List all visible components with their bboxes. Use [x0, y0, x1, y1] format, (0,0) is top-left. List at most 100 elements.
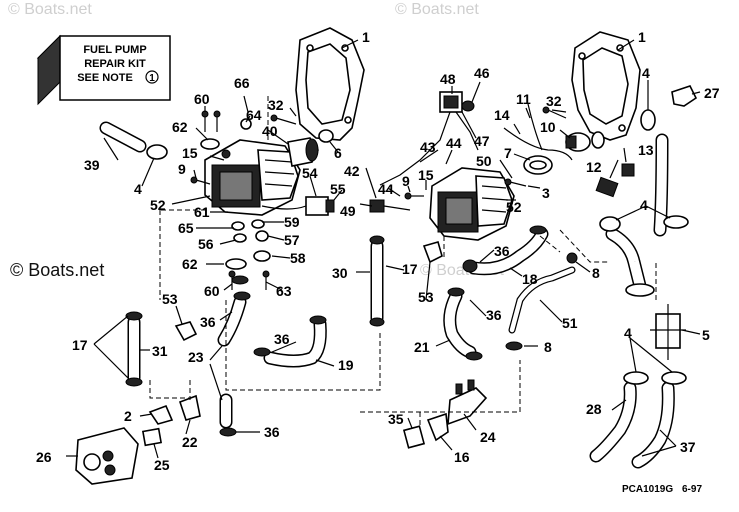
callout-16: 16 [454, 449, 470, 465]
callout-32-right: 32 [546, 93, 562, 109]
callout-4-right-top: 4 [642, 65, 650, 81]
callout-53-left: 53 [162, 291, 178, 307]
fuel-line-14 [503, 103, 573, 161]
callout-62-bottom: 62 [182, 256, 198, 272]
callout-2: 2 [124, 408, 132, 424]
callout-59: 59 [284, 214, 300, 230]
connector-54 [261, 196, 335, 216]
callout-17-middle: 17 [402, 261, 418, 277]
fuel-pump-right [429, 167, 515, 241]
callout-12: 12 [586, 159, 602, 175]
callout-25: 25 [154, 457, 170, 473]
hose-right-vertical [653, 133, 669, 237]
callout-6-left: 6 [334, 145, 342, 161]
callout-11: 11 [516, 91, 531, 107]
sleeve-35 [402, 425, 426, 449]
note-circle-icon [145, 70, 159, 84]
callout-36-left-low: 36 [274, 331, 290, 347]
callout-1-left: 1 [362, 29, 370, 45]
callouts: 1 1 66 60 64 32 62 40 39 15 6 4 9 54 55 … [36, 29, 720, 473]
callout-14: 14 [494, 107, 510, 123]
note-line-1: FUEL PUMP [83, 44, 146, 56]
callout-58: 58 [290, 250, 306, 266]
callout-55: 55 [330, 181, 346, 197]
note-number: 1 [149, 73, 155, 84]
callout-30: 30 [332, 265, 348, 281]
callout-37: 37 [680, 439, 696, 455]
callout-15-left: 15 [182, 145, 198, 161]
callout-53-right: 53 [418, 289, 434, 305]
callout-28: 28 [586, 401, 602, 417]
ring-7 [523, 155, 553, 175]
callout-56: 56 [198, 236, 214, 252]
fuel-filter-40 [287, 137, 319, 167]
callout-32-left: 32 [268, 97, 284, 113]
leader-lines [66, 39, 701, 459]
assembly-lines [149, 96, 657, 428]
callout-8-top: 8 [592, 265, 600, 281]
callout-36-right-top: 36 [494, 243, 510, 259]
callout-35: 35 [388, 411, 404, 427]
callout-19: 19 [338, 357, 354, 373]
callout-9-left: 9 [178, 161, 186, 177]
hose-19 [263, 317, 327, 368]
callout-4-right-mid: 4 [640, 197, 648, 213]
callout-43: 43 [420, 139, 436, 155]
callout-22: 22 [182, 434, 198, 450]
callout-39: 39 [84, 157, 100, 173]
fuel-pump-left [204, 139, 301, 216]
callout-50: 50 [476, 153, 492, 169]
callout-66: 66 [234, 75, 250, 91]
cap-25 [141, 427, 163, 447]
clip-2 [148, 404, 174, 425]
callout-44-bottom: 44 [378, 181, 394, 197]
callout-63: 63 [276, 283, 292, 299]
watermark-main: © Boats.net [10, 260, 104, 280]
part-13-plug [621, 163, 635, 177]
tee-fitting-5 [650, 304, 686, 360]
callout-36-left-mid: 36 [200, 314, 216, 330]
watermark-faint-left: © Boats.net [8, 1, 92, 18]
fuel-pump-repair-kit-box: FUEL PUMP REPAIR KIT SEE NOTE 1 [36, 34, 171, 106]
callout-24: 24 [480, 429, 496, 445]
callout-9-right: 9 [402, 173, 410, 189]
callout-44-top: 44 [446, 135, 462, 151]
gasket-left [295, 27, 365, 141]
callout-57: 57 [284, 232, 300, 248]
hose-28 [589, 381, 637, 463]
callout-49: 49 [340, 203, 356, 219]
callout-10: 10 [540, 119, 556, 135]
callout-52-left: 52 [150, 197, 166, 213]
callout-1-right: 1 [638, 29, 646, 45]
callout-4-left: 4 [134, 181, 142, 197]
callout-3: 3 [542, 185, 550, 201]
drawing-code: PCA1019G [622, 484, 673, 495]
callout-47: 47 [474, 133, 490, 149]
primer-bulb-26 [75, 427, 139, 485]
callout-18: 18 [522, 271, 538, 287]
callout-46: 46 [474, 65, 490, 81]
callout-60-bottom: 60 [204, 283, 220, 299]
gasket-right [571, 31, 641, 141]
part-10-valve [565, 132, 591, 152]
callout-13: 13 [638, 142, 654, 158]
callout-51: 51 [562, 315, 578, 331]
callout-48: 48 [440, 71, 456, 87]
callout-42: 42 [344, 163, 360, 179]
callout-64: 64 [246, 107, 262, 123]
callout-60-top: 60 [194, 91, 210, 107]
hose-39 [99, 121, 147, 153]
callout-61: 61 [194, 204, 210, 220]
hose-37 [631, 381, 675, 469]
bracket-22 [178, 394, 201, 421]
callout-7: 7 [504, 145, 512, 161]
callout-54: 54 [302, 165, 318, 181]
callout-17-left: 17 [72, 337, 88, 353]
connector-49 [369, 199, 411, 213]
callout-62-top: 62 [172, 119, 188, 135]
note-line-2: REPAIR KIT [84, 58, 146, 70]
connector-48 [379, 91, 479, 186]
watermark-faint-right: © Boats.net [395, 1, 479, 18]
hose-21 [443, 289, 477, 359]
